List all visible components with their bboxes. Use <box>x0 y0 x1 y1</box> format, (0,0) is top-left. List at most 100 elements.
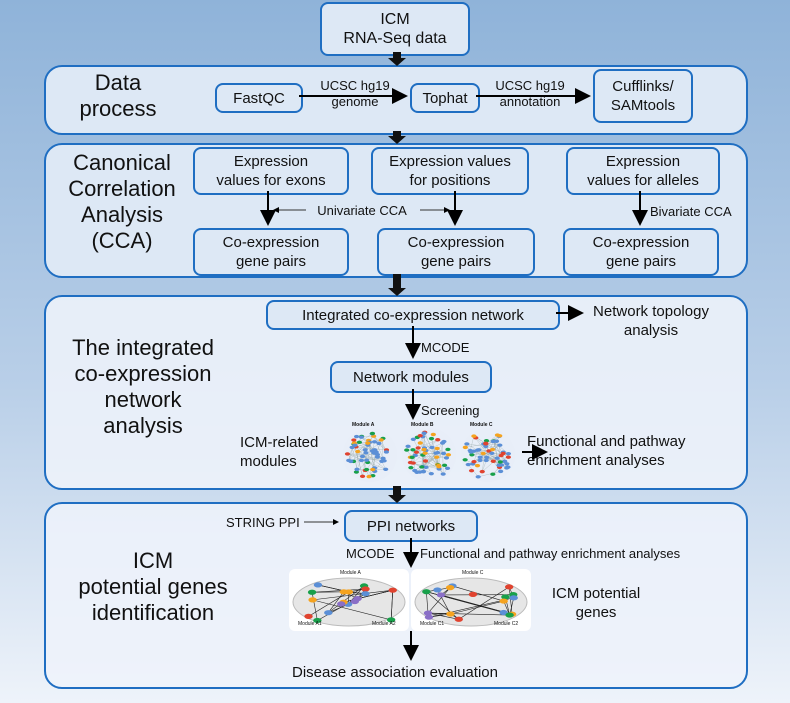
network-node <box>443 456 450 460</box>
ppi-node <box>446 611 455 617</box>
network-node <box>374 452 380 457</box>
network-node <box>440 472 446 476</box>
ppi-node <box>423 610 433 616</box>
annotation-label: UCSC hg19 annotation <box>495 78 565 109</box>
network-node <box>417 434 423 438</box>
network-node <box>410 437 416 442</box>
network-node <box>504 466 510 470</box>
network-node <box>359 474 366 479</box>
ppi-module-a-thumbnail <box>289 569 409 631</box>
network-node <box>434 446 440 451</box>
network-node <box>410 461 416 465</box>
network-node <box>380 456 386 460</box>
topology-label: Network topology analysis <box>593 303 709 339</box>
ppi-node <box>307 589 317 595</box>
network-node <box>434 450 441 455</box>
network-node <box>430 432 436 437</box>
ppi-module-a2-label: Module A2 <box>372 621 396 627</box>
ppi-node <box>350 598 359 605</box>
module-b-thumbnail <box>399 421 459 483</box>
network-node <box>498 453 504 458</box>
network-node <box>355 449 361 454</box>
network-node <box>480 451 486 456</box>
ppi-node <box>388 587 397 593</box>
network-node <box>371 440 378 444</box>
network-node <box>364 458 370 462</box>
network-node <box>475 475 481 479</box>
ppi-module-a1-label: Module A1 <box>298 621 322 627</box>
network-node <box>497 434 503 438</box>
network-node <box>474 463 481 468</box>
functional-label-1: Functional and pathway enrichment analys… <box>527 433 686 469</box>
tophat-box: Tophat <box>410 83 480 113</box>
network-node <box>483 442 489 446</box>
network-node <box>359 454 366 459</box>
network-node <box>493 439 500 443</box>
panel-connectors <box>388 52 406 503</box>
network-node <box>376 441 382 446</box>
ppi-node <box>509 595 518 601</box>
ppi-node <box>422 589 431 595</box>
ppi-node <box>436 592 446 598</box>
fastqc-box: FastQC <box>215 83 303 113</box>
bivariate-label: Bivariate CCA <box>650 204 732 219</box>
ppi-module-c2-label: Module C2 <box>494 621 519 627</box>
network-node <box>497 443 503 447</box>
network-node <box>405 444 411 448</box>
network-node <box>344 452 351 456</box>
network-title: The integrated co-expression network ana… <box>72 335 214 438</box>
ppi-node <box>454 616 463 622</box>
network-node <box>428 471 434 476</box>
icm-rnaseq-box: ICM RNA-Seq data <box>320 2 470 56</box>
network-node <box>365 441 371 445</box>
network-node <box>439 441 446 445</box>
genes-title: ICM potential genes identification <box>78 548 228 625</box>
ppi-node <box>424 614 434 620</box>
functional-label-2: Functional and pathway enrichment analys… <box>420 546 681 561</box>
network-node <box>370 467 376 472</box>
pairs1-box: Co-expression gene pairs <box>193 228 349 276</box>
network-node <box>476 448 482 452</box>
ppi-node <box>324 610 333 616</box>
network-node <box>445 447 451 452</box>
network-node <box>363 451 369 455</box>
network-node <box>383 450 390 454</box>
ppi-node <box>499 609 508 616</box>
network-node <box>383 467 389 471</box>
network-node <box>378 438 384 442</box>
network-node <box>465 462 471 467</box>
network-node <box>468 468 475 473</box>
ppi-node <box>313 617 322 624</box>
network-node <box>483 439 490 443</box>
network-node <box>421 431 427 435</box>
screening-label: Screening <box>421 403 480 418</box>
ppi-node <box>504 584 514 590</box>
network-node <box>479 469 485 474</box>
network-node <box>421 447 427 452</box>
network-node <box>498 463 505 467</box>
network-node <box>435 438 441 442</box>
univariate-label: Univariate CCA <box>317 203 407 218</box>
network-node <box>419 465 425 469</box>
network-node <box>369 431 376 436</box>
network-node <box>440 451 447 456</box>
network-node <box>497 460 503 464</box>
network-node <box>441 463 448 467</box>
network-modules-box: Network modules <box>330 361 492 393</box>
cca-title: Canonical Correlation Analysis (CCA) <box>68 150 176 253</box>
network-node <box>444 466 451 470</box>
network-node <box>363 467 370 472</box>
network-node <box>409 455 415 460</box>
network-node <box>348 459 354 464</box>
network-node <box>404 448 410 452</box>
positions-box: Expression values for positions <box>371 147 529 195</box>
network-node <box>415 446 421 450</box>
network-node <box>505 451 511 456</box>
ppi-node <box>499 598 508 604</box>
ppi-module-c-label: Module C <box>462 570 484 576</box>
network-node <box>464 442 470 446</box>
network-node <box>374 455 381 459</box>
network-node <box>505 455 511 459</box>
ppi-node <box>361 591 370 597</box>
